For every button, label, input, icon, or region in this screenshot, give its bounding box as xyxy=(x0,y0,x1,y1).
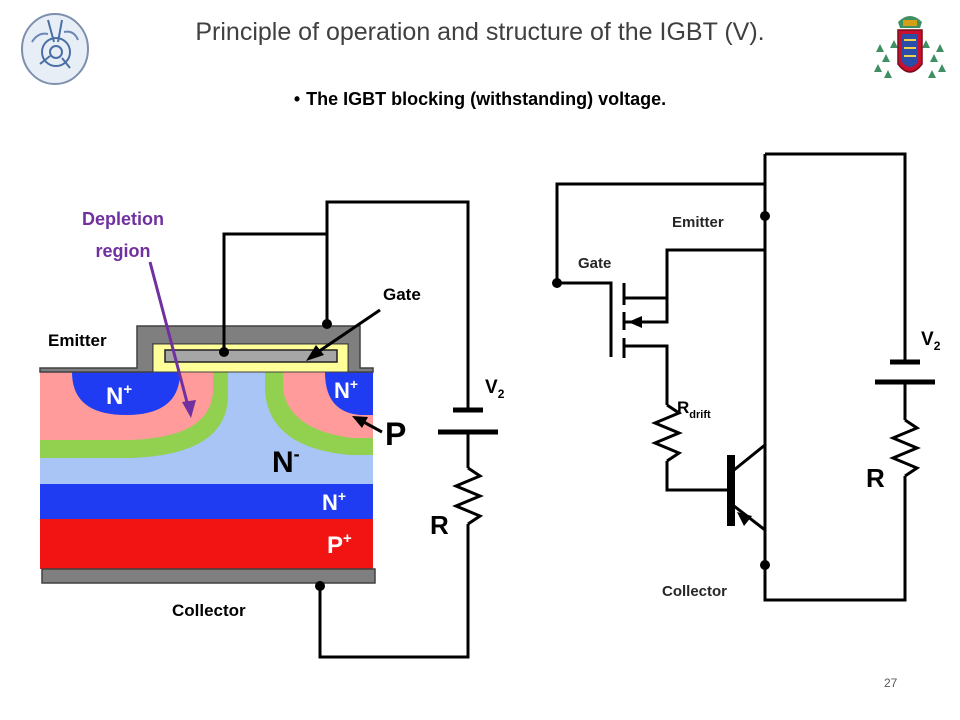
gate-label-left: Gate xyxy=(383,285,421,304)
bullet-dot: • xyxy=(293,89,301,109)
emitter-terminal-dot xyxy=(760,211,770,221)
bjt-emitter-arrow xyxy=(737,512,752,526)
collector-metal xyxy=(41,568,376,584)
rdrift-resistor-symbol xyxy=(651,403,683,463)
n-minus-label: N- xyxy=(272,444,300,479)
right-circuit-wires xyxy=(555,152,921,602)
gate-electrode xyxy=(164,349,338,363)
p-body-label: P xyxy=(385,416,406,452)
mosfet-drain-wire xyxy=(624,344,669,405)
n-plus-buffer-layer xyxy=(40,484,373,519)
page-title: Principle of operation and structure of … xyxy=(195,18,765,46)
collector-return-wire-right xyxy=(763,476,907,602)
emitter-label-left: Emitter xyxy=(48,331,107,350)
n-plus-left-label: N+ xyxy=(106,381,132,410)
p-plus-label: P+ xyxy=(327,530,352,559)
device-cross-section xyxy=(39,319,376,591)
bullet-point: •The IGBT blocking (withstanding) voltag… xyxy=(0,89,960,110)
collector-label-right: Collector xyxy=(662,583,727,600)
emitter-label-right: Emitter xyxy=(672,214,724,231)
gate-plate-wire xyxy=(557,281,613,357)
p-body-arrow xyxy=(352,416,383,434)
coat-of-arms-logo xyxy=(874,16,946,78)
page-number: 27 xyxy=(884,676,898,690)
depletion-label-line2: region xyxy=(95,241,150,261)
university-seal-logo xyxy=(21,13,89,85)
left-circuit-wires xyxy=(222,200,484,659)
depletion-label-line1: Depletion xyxy=(82,209,164,229)
depletion-arrow xyxy=(148,261,196,418)
collector-terminal-dot xyxy=(760,560,770,570)
gate-terminal-dot xyxy=(552,278,562,288)
n-plus-buffer-label: N+ xyxy=(322,488,346,515)
rdrift-label: Rdrift xyxy=(677,398,711,421)
n-minus-lower xyxy=(40,455,373,484)
bjt-upper-leg xyxy=(733,443,766,472)
resistor-right-symbol xyxy=(889,418,921,478)
resistor-label-left: R xyxy=(430,510,449,540)
gate-label-right: Gate xyxy=(578,255,611,272)
resistor-label-right: R xyxy=(866,463,885,493)
n-plus-source-left xyxy=(72,372,180,415)
bjt-base-wire xyxy=(665,461,727,492)
p-plus-substrate xyxy=(40,519,373,569)
emitter-supply-wire-right xyxy=(765,152,907,362)
v2-label-right: V2 xyxy=(921,329,941,353)
gate-arrow xyxy=(306,308,381,361)
bullet-text: The IGBT blocking (withstanding) voltage… xyxy=(306,89,667,109)
gate-emitter-short-wire xyxy=(222,232,329,352)
n-plus-source-right xyxy=(325,372,373,415)
mosfet-source-wire xyxy=(624,248,765,300)
gate-emitter-wire-right xyxy=(555,182,765,283)
mosfet-body-arrow xyxy=(628,316,642,328)
n-plus-right-label: N+ xyxy=(334,376,358,403)
collector-return-wire xyxy=(318,524,470,659)
mosfet-body-wire xyxy=(624,298,669,324)
collector-label-left: Collector xyxy=(172,601,246,620)
resistor-left-symbol xyxy=(452,466,484,526)
emitter-supply-wire xyxy=(325,200,470,410)
v2-label-left: V2 xyxy=(485,377,505,401)
